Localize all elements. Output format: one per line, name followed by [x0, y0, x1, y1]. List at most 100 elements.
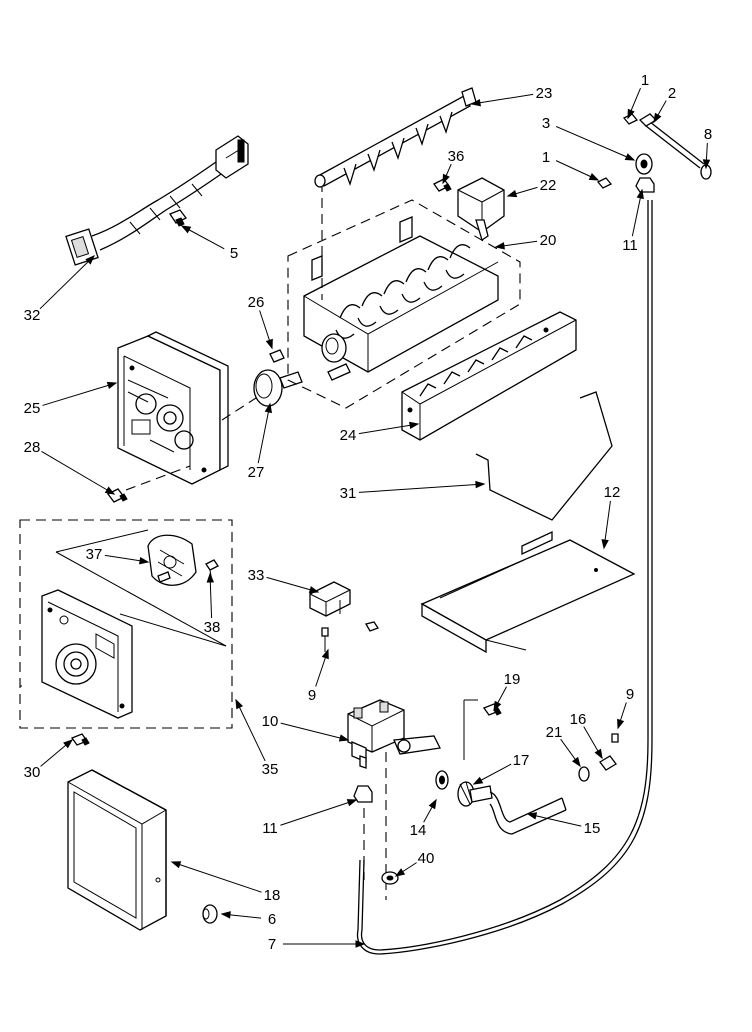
arrowhead-c20 [494, 242, 505, 250]
arrowhead-c1a [627, 108, 635, 120]
callout-c36: 36 [448, 148, 465, 165]
callout-c9a: 9 [308, 687, 316, 704]
screw-icon [202, 904, 218, 924]
arrowhead-c12 [601, 539, 609, 550]
arrowhead-c28 [104, 486, 116, 495]
arrowhead-c6 [220, 911, 231, 919]
arrowhead-c10 [338, 734, 350, 742]
callout-c40: 40 [418, 850, 435, 867]
leader-c18 [171, 861, 262, 893]
leader-c32 [39, 255, 95, 310]
arrowhead-c22 [506, 190, 518, 198]
tube-icon [638, 113, 712, 180]
screw-icon [433, 178, 452, 192]
callout-c15: 15 [584, 820, 601, 837]
cover-icon [67, 769, 167, 931]
arrowhead-c21 [572, 756, 581, 768]
callout-c11b: 11 [262, 820, 278, 837]
arrowhead-c14 [428, 798, 437, 810]
wire-harness-icon [65, 135, 249, 266]
callout-c14: 14 [410, 822, 427, 839]
arrowhead-c25 [106, 381, 118, 390]
leader-c31 [358, 483, 485, 493]
arrowhead-c30 [63, 739, 74, 749]
arrowhead-c36 [442, 173, 450, 185]
arrowhead-c11b [346, 799, 358, 807]
callout-c6: 6 [268, 911, 276, 928]
callout-c32: 32 [24, 307, 41, 324]
callout-c19: 19 [504, 671, 521, 688]
callout-c9b: 9 [626, 686, 634, 703]
arrowhead-c2 [653, 112, 662, 124]
callout-c3: 3 [542, 115, 550, 132]
callout-c8: 8 [704, 126, 712, 143]
arrowhead-c17 [472, 776, 484, 785]
leader-c33 [266, 576, 319, 593]
nut-icon [457, 781, 493, 807]
callout-c1b: 1 [542, 149, 550, 166]
callout-c38: 38 [204, 619, 221, 636]
leader-c10 [280, 722, 349, 741]
fill-cup-icon [457, 177, 505, 242]
arrowhead-c37 [139, 557, 150, 565]
callout-c27: 27 [248, 464, 265, 481]
callout-c18: 18 [264, 887, 281, 904]
leader-c28 [41, 451, 115, 495]
arrowhead-c19 [493, 700, 502, 712]
nut-icon [578, 733, 619, 782]
arrowhead-c38 [206, 572, 215, 583]
callout-c35: 35 [262, 761, 279, 778]
callout-c25: 25 [24, 400, 41, 417]
arrowhead-c9a [321, 648, 329, 660]
water-valve-icon [347, 699, 441, 769]
callout-c37: 37 [86, 546, 103, 563]
arrowhead-c15 [526, 812, 538, 820]
callout-c2: 2 [668, 85, 676, 102]
callout-c28: 28 [24, 439, 41, 456]
motor-icon [253, 349, 303, 407]
nut-icon [635, 153, 655, 193]
callout-c30: 30 [24, 764, 41, 781]
screw-icon [596, 113, 639, 189]
callout-c10: 10 [262, 713, 279, 730]
leader-c15 [527, 813, 582, 827]
arrowhead-c27 [264, 402, 272, 414]
tube-icon [356, 200, 653, 955]
arrowhead-c7 [355, 940, 366, 948]
nut-icon [435, 770, 449, 790]
arrowhead-c3 [624, 153, 636, 161]
arrowhead-c24 [409, 421, 420, 430]
leader-c24 [358, 423, 419, 435]
callout-c17: 17 [513, 752, 530, 769]
leader-lines [39, 88, 711, 948]
leader-c23 [471, 93, 534, 105]
arrowhead-c32 [85, 255, 96, 265]
callout-c21: 21 [546, 724, 563, 741]
leader-c11b [280, 799, 357, 826]
leader-c27 [257, 403, 271, 464]
callout-c23: 23 [536, 85, 553, 102]
leader-c25 [42, 382, 117, 406]
callout-c11a: 11 [622, 237, 638, 254]
callout-c5: 5 [230, 245, 238, 262]
callout-c16: 16 [570, 711, 587, 728]
arrowhead-c18 [170, 861, 182, 869]
arrowhead-c1b [588, 173, 600, 181]
bracket-icon [309, 581, 351, 617]
screw-icon [321, 621, 379, 652]
arrowhead-c23 [470, 98, 481, 107]
module-icon [41, 589, 133, 719]
arrowhead-c11a [636, 188, 644, 200]
arrowhead-c40 [394, 868, 406, 877]
ejector-icon [314, 87, 477, 188]
callout-c7: 7 [268, 936, 276, 953]
icemaker-housing-icon [117, 331, 229, 485]
callout-c31: 31 [340, 485, 357, 502]
arrowhead-c16 [594, 748, 603, 760]
tube-icon [489, 791, 567, 835]
callout-c24: 24 [340, 427, 357, 444]
leader-c3 [555, 126, 635, 161]
arrowhead-c5 [180, 225, 192, 234]
